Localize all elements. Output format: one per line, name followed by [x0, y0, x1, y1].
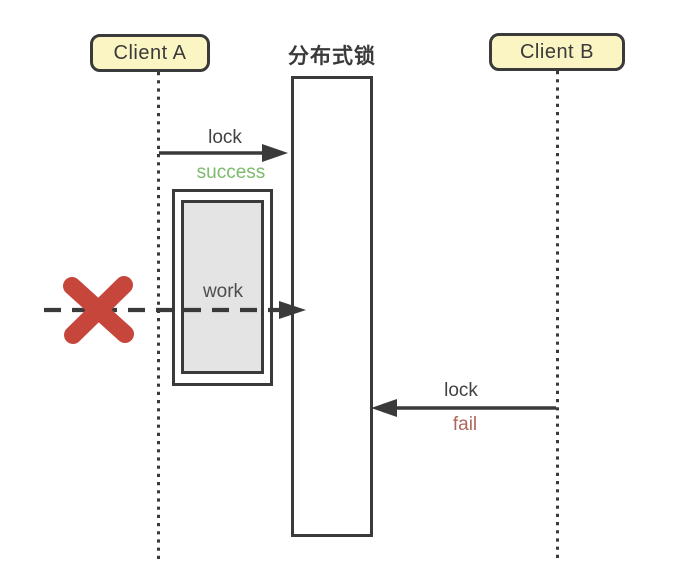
lock-request-b-arrow	[371, 399, 556, 417]
participant-client-a: Client A	[90, 34, 210, 72]
work-dashed-arrow	[44, 301, 306, 319]
participant-client-b: Client B	[489, 33, 625, 71]
work-activation-box	[181, 200, 264, 374]
lock-b-label: lock	[444, 380, 478, 401]
fail-label: fail	[452, 414, 478, 435]
success-label: success	[196, 162, 266, 183]
participant-client-a-label: Client A	[113, 41, 187, 64]
crash-x-icon	[63, 276, 134, 344]
lock-a-label: lock	[208, 127, 242, 148]
distributed-lock-title: 分布式锁	[288, 45, 376, 68]
participant-client-b-label: Client B	[519, 40, 595, 63]
work-label: work	[202, 281, 244, 302]
lock-request-a-arrow	[159, 144, 288, 162]
